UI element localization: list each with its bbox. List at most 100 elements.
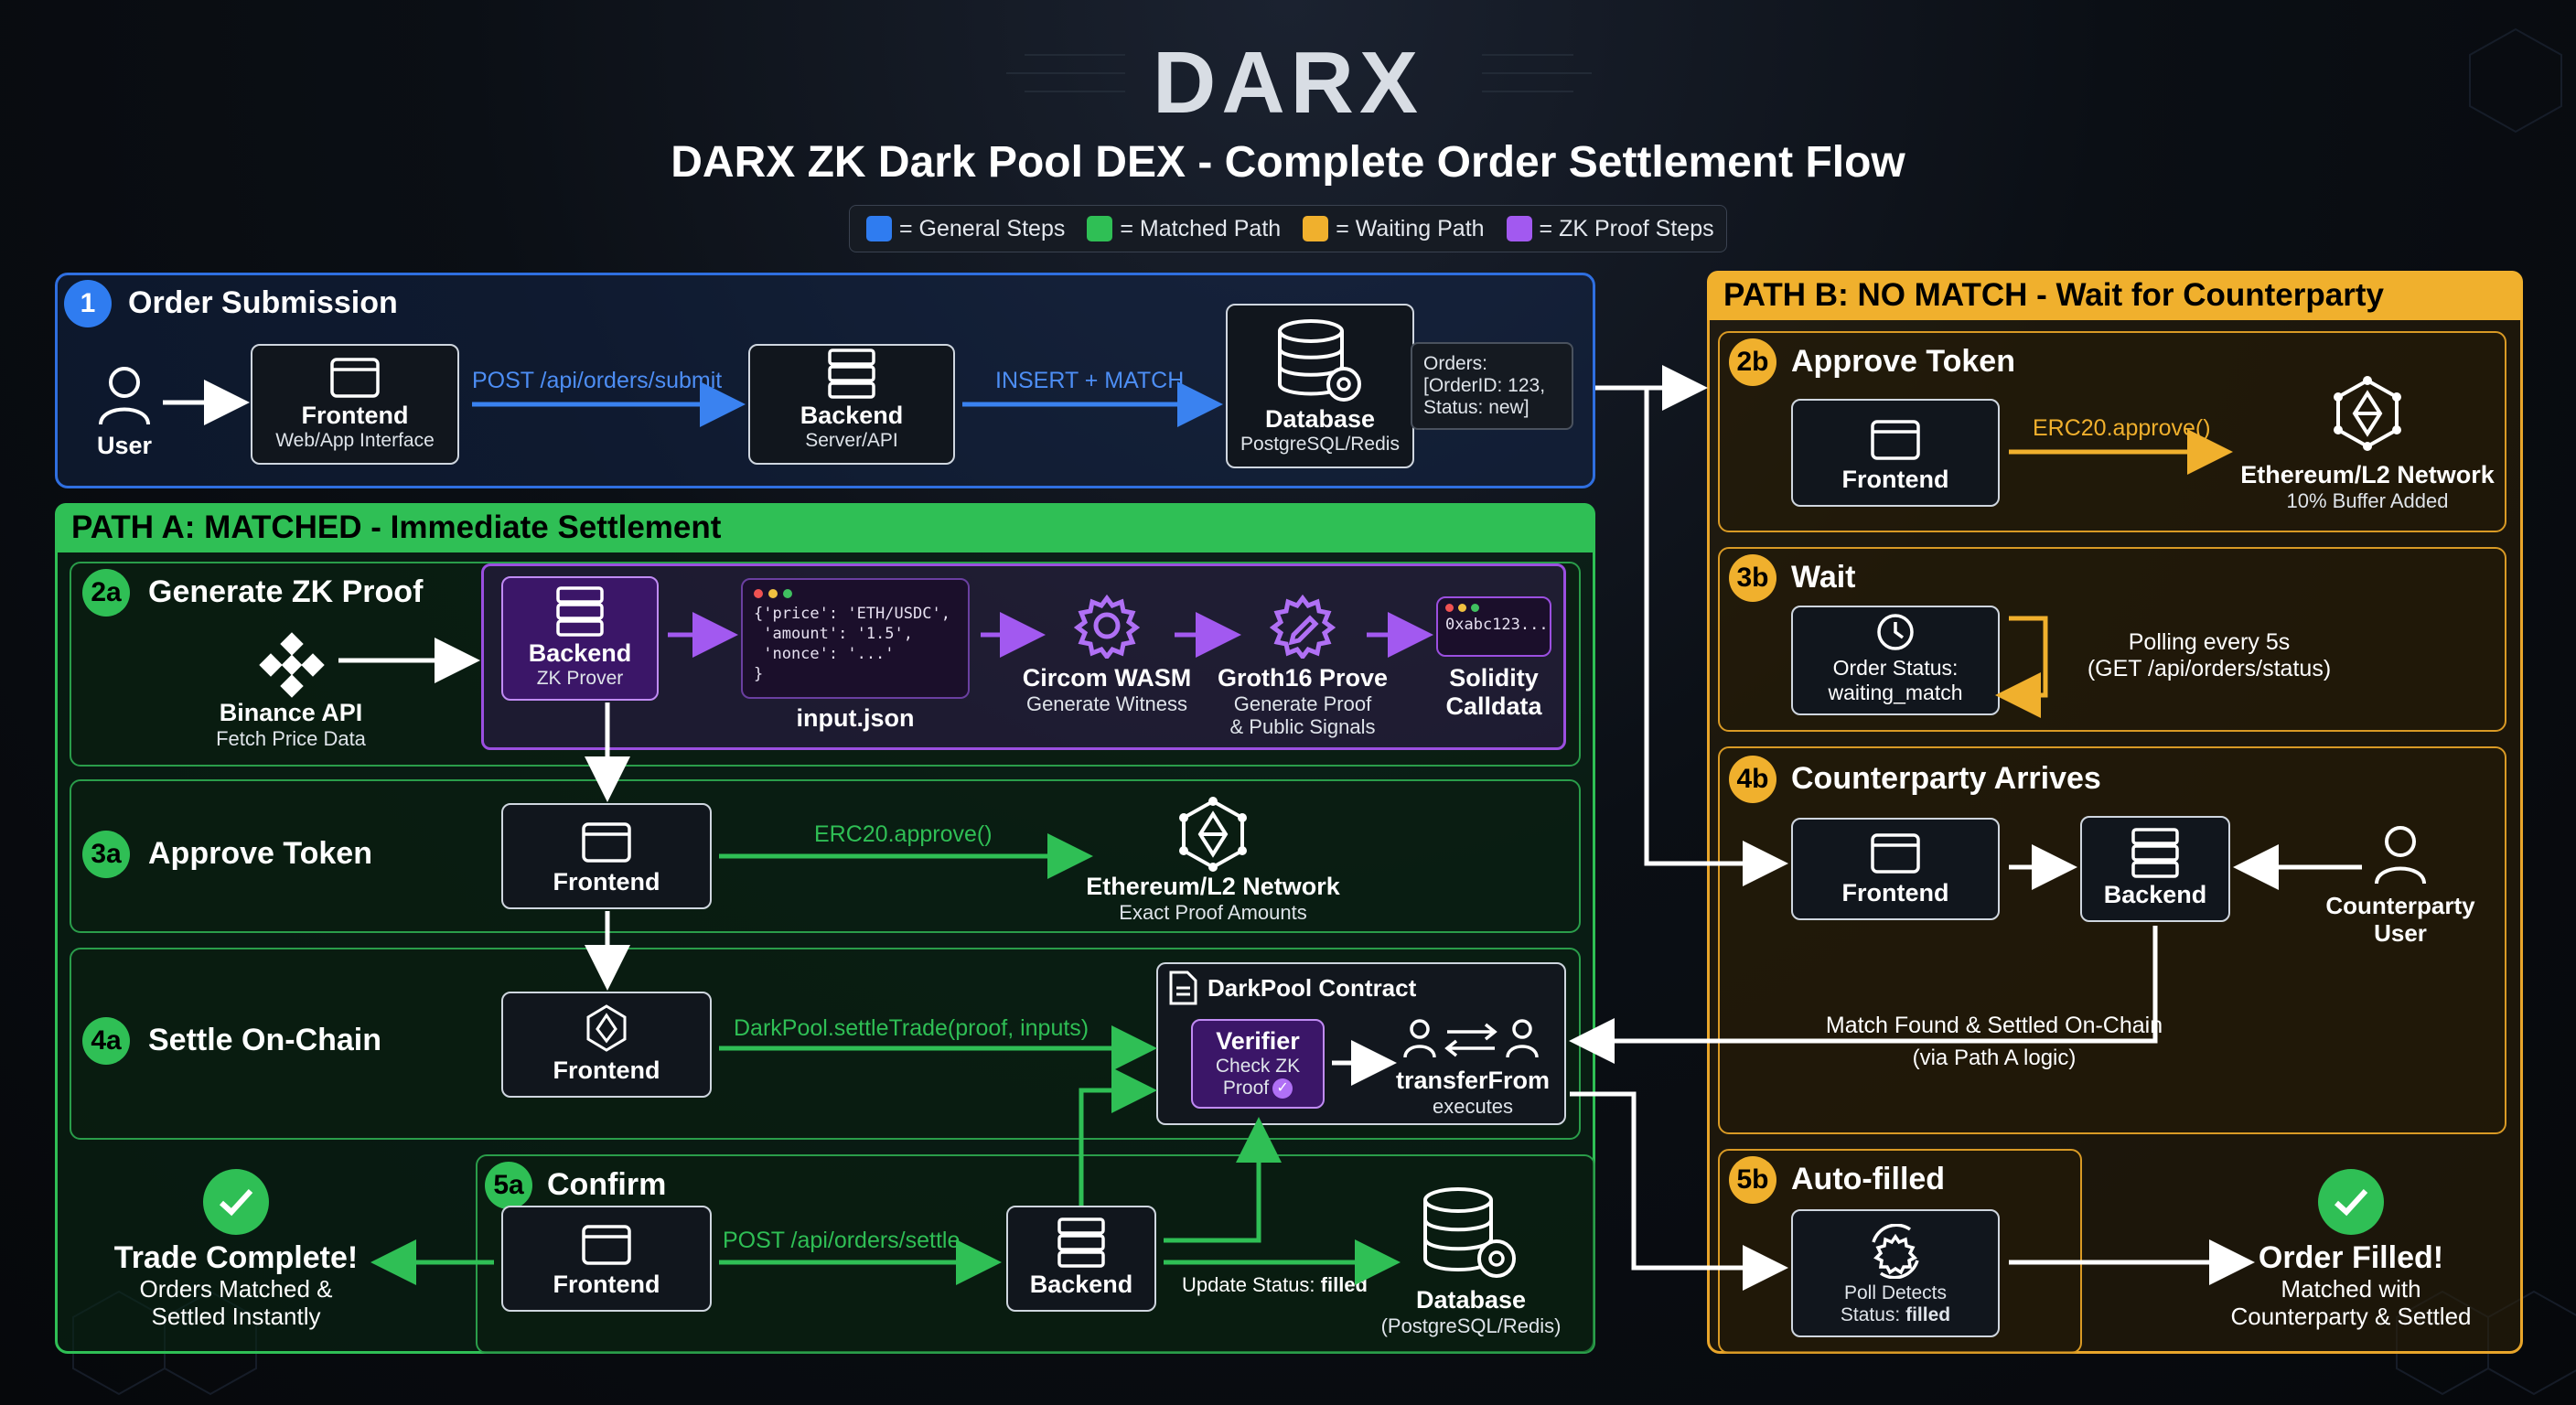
- polling-label: Polling every 5s (GET /api/orders/status…: [2087, 629, 2332, 681]
- node-subtitle: waiting_match: [1828, 680, 1963, 704]
- step-title: Generate ZK Proof: [148, 574, 424, 609]
- frontend-node: Frontend: [1791, 399, 2000, 507]
- order-filled-label: Order Filled! Matched with Counterparty …: [2230, 1240, 2472, 1330]
- frontend-node: Frontend: [1791, 818, 2000, 920]
- transfer-from-label: transferFrom executes: [1395, 1067, 1551, 1119]
- browser-window-icon: [330, 358, 380, 398]
- step-title: Approve Token: [1791, 344, 2015, 379]
- step-badge: 4a: [82, 1017, 130, 1065]
- backend-node: Backend: [2080, 816, 2230, 922]
- code-line: {'price': 'ETH/USDC',: [754, 605, 950, 623]
- node-title: Backend: [800, 402, 904, 430]
- legend-text: = Matched Path: [1120, 215, 1282, 241]
- poll-detects-node: Poll Detects Status: filled: [1791, 1209, 2000, 1337]
- page-title: DARX ZK Dark Pool DEX - Complete Order S…: [671, 138, 1905, 187]
- arrow-label-settle-trade: DarkPool.settleTrade(proof, inputs): [734, 1015, 1089, 1041]
- step-title: Settle On-Chain: [148, 1023, 382, 1057]
- calldata-code: 0xabc123...: [1436, 596, 1551, 657]
- step-badge: 3b: [1729, 554, 1776, 602]
- step-badge: 5a: [485, 1162, 532, 1209]
- user-icon: [99, 367, 150, 425]
- binance-icon: [259, 632, 325, 698]
- node-subtitle: Poll Detects: [1843, 1282, 1948, 1303]
- check-circle-icon: [2318, 1169, 2384, 1235]
- legend-swatch: [866, 216, 892, 241]
- path-a-title: PATH A: MATCHED - Immediate Settlement: [55, 503, 1595, 552]
- node-subtitle: PostgreSQL/Redis: [1240, 433, 1400, 455]
- step-badge: 2a: [82, 569, 130, 617]
- node-subtitle: ZK Prover: [536, 667, 624, 689]
- server-icon: [556, 586, 604, 637]
- step-badge: 5b: [1729, 1156, 1776, 1204]
- legend-swatch: [1087, 216, 1113, 241]
- user-label: User: [96, 432, 153, 459]
- legend-item-zk: = ZK Proof Steps: [1506, 216, 1714, 242]
- note-line: [OrderID: 123,: [1423, 374, 1546, 396]
- database-label: Database (PostgreSQL/Redis): [1380, 1286, 1562, 1338]
- ethereum-icon: [586, 1004, 627, 1053]
- contract-title: DarkPool Contract: [1208, 974, 1417, 1002]
- code-line: 'amount': '1.5',: [754, 625, 913, 644]
- frontend-node: Frontend: [501, 803, 712, 909]
- ethereum-network-icon: [1179, 797, 1247, 872]
- step-badge: 4b: [1729, 756, 1776, 803]
- node-title: Frontend: [553, 868, 660, 896]
- order-status-node: Order Status: waiting_match: [1791, 606, 2000, 715]
- counterparty-user-label: Counterparty User: [2325, 892, 2475, 947]
- browser-window-icon: [582, 1225, 631, 1266]
- node-title: Frontend: [1841, 879, 1949, 907]
- input-json-label: input.json: [796, 704, 915, 732]
- frontend-node: Frontend: [501, 1206, 712, 1312]
- window-dots-icon: [1445, 604, 1479, 612]
- step-badge: 3a: [82, 831, 130, 878]
- section-title: Order Submission: [128, 285, 398, 320]
- gear-sync-icon: [1872, 1223, 1919, 1279]
- database-gear-icon: [1278, 319, 1361, 402]
- legend-item-general: = General Steps: [866, 216, 1065, 242]
- solidity-calldata-label: Solidity Calldata: [1445, 664, 1542, 721]
- legend-item-waiting: = Waiting Path: [1303, 215, 1485, 242]
- node-title: Backend: [2103, 881, 2207, 909]
- node-subtitle: Order Status:: [1832, 656, 1959, 681]
- check-circle-icon: [203, 1169, 269, 1235]
- node-title: Database: [1264, 405, 1376, 434]
- step-3a-panel: [70, 779, 1581, 933]
- arrow-label-submit: POST /api/orders/submit: [472, 368, 723, 393]
- backend-node: Backend: [1006, 1206, 1156, 1312]
- arrow-label-approve: ERC20.approve(): [2033, 415, 2211, 441]
- step-title: Confirm: [547, 1167, 667, 1202]
- node-title: Frontend: [553, 1056, 660, 1085]
- step-badge: 1: [64, 280, 112, 327]
- transfer-users-icon: [1403, 1019, 1539, 1058]
- node-title: Verifier: [1216, 1027, 1300, 1056]
- node-title: Backend: [528, 639, 632, 668]
- gear-pen-icon: [1270, 594, 1336, 659]
- node-title: Frontend: [301, 402, 409, 430]
- brand-logo: DARX: [1152, 34, 1423, 132]
- note-line: Orders:: [1423, 352, 1488, 374]
- code-line: 'nonce': '...': [754, 645, 895, 664]
- circom-wasm-label: Circom WASM Generate Witness: [1022, 664, 1192, 716]
- legend: = General Steps = Matched Path = Waiting…: [849, 205, 1727, 252]
- node-subtitle: Proof✓: [1223, 1078, 1293, 1099]
- groth16-label: Groth16 Prove Generate Proof & Public Si…: [1217, 664, 1389, 739]
- browser-window-icon: [1871, 833, 1920, 874]
- code-line: }: [754, 665, 764, 684]
- frontend-node: Frontend: [501, 992, 712, 1098]
- note-line: Status: new]: [1423, 397, 1530, 419]
- node-subtitle: Server/API: [805, 429, 898, 451]
- backend-node: Backend Server/API: [748, 344, 955, 465]
- server-icon: [828, 349, 875, 399]
- browser-window-icon: [582, 822, 631, 863]
- window-dots-icon: [754, 589, 792, 598]
- node-subtitle: Web/App Interface: [275, 429, 435, 451]
- document-icon: [1169, 971, 1197, 1005]
- step-title: Wait: [1791, 560, 1856, 595]
- step-badge: 2b: [1729, 338, 1776, 386]
- update-status-label: Update Status: filled: [1182, 1273, 1368, 1296]
- server-icon: [2131, 828, 2179, 879]
- input-json-code: {'price': 'ETH/USDC', 'amount': '1.5', '…: [741, 578, 970, 699]
- zk-prover-backend-node: Backend ZK Prover: [501, 576, 659, 701]
- legend-text: = Waiting Path: [1336, 215, 1485, 241]
